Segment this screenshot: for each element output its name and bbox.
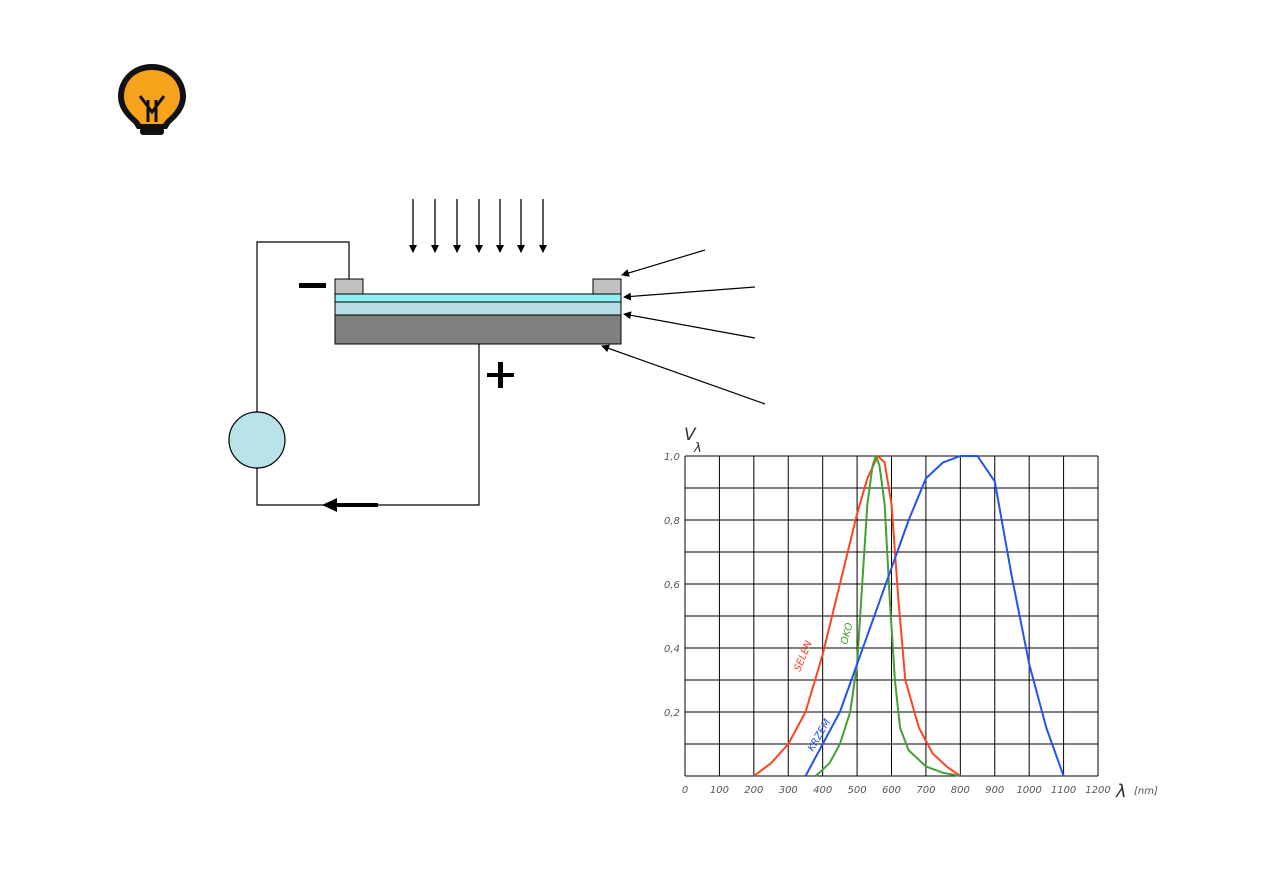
transparent-layer — [334, 293, 622, 303]
x-tick-label: 900 — [985, 785, 1004, 796]
x-axis-label: λ [nm] — [1115, 781, 1158, 802]
series-krzem-line — [804, 455, 1065, 777]
y-tick-label: 0,4 — [664, 644, 680, 655]
x-tick-label: 400 — [813, 785, 832, 796]
meter — [228, 411, 286, 469]
x-tick-label: 500 — [848, 785, 867, 796]
layer-pointer-arrows — [601, 249, 766, 405]
top-electrode-right — [592, 278, 622, 295]
series-selen-line — [753, 455, 961, 777]
incident-light-arrows — [409, 199, 547, 253]
pointer-substrate — [601, 344, 766, 405]
x-tick-label: 1100 — [1051, 785, 1076, 796]
x-tick-label: 1200 — [1085, 785, 1110, 796]
y-tick-label: 1,0 — [664, 452, 680, 463]
y-tick-label: 0,2 — [664, 708, 680, 719]
photocell — [334, 278, 622, 345]
lightbulb-icon — [118, 64, 186, 135]
x-tick-label: 0 — [682, 785, 688, 796]
x-tick-label: 100 — [710, 785, 729, 796]
x-tick-labels: 0 100 200 300 400 500 600 700 800 900 1000 1100 1200 — [682, 785, 1111, 796]
pointer-transparent-layer — [623, 286, 756, 301]
y-axis-label: V λ — [684, 425, 702, 456]
x-tick-label: 600 — [882, 785, 901, 796]
svg-text:λ: λ — [1115, 781, 1127, 802]
current-direction-arrow — [322, 498, 378, 512]
x-tick-label: 300 — [779, 785, 798, 796]
y-tick-labels: 0,2 0,4 0,6 0,8 1,0 — [664, 452, 680, 719]
x-tick-label: 1000 — [1016, 785, 1041, 796]
top-electrode-left — [334, 278, 364, 295]
minus-sign — [299, 283, 326, 288]
svg-text:λ: λ — [693, 441, 702, 456]
substrate-layer — [334, 314, 622, 345]
series-selen-label: SELEN — [793, 639, 815, 673]
x-tick-label: 800 — [951, 785, 970, 796]
svg-text:V: V — [684, 425, 697, 445]
y-tick-label: 0,8 — [664, 516, 680, 527]
circuit-wires — [256, 241, 480, 506]
series-oko-label: OKO — [839, 622, 855, 646]
x-tick-label: 200 — [744, 785, 763, 796]
semiconductor-layer — [334, 301, 622, 316]
plus-sign — [487, 362, 514, 388]
series-oko-line — [815, 455, 961, 777]
chart-grid — [684, 455, 1099, 777]
x-tick-label: 700 — [916, 785, 935, 796]
pointer-semiconductor-layer — [623, 311, 756, 339]
y-tick-label: 0,6 — [664, 580, 680, 591]
svg-text:[nm]: [nm] — [1134, 786, 1158, 797]
pointer-electrode — [621, 249, 706, 277]
